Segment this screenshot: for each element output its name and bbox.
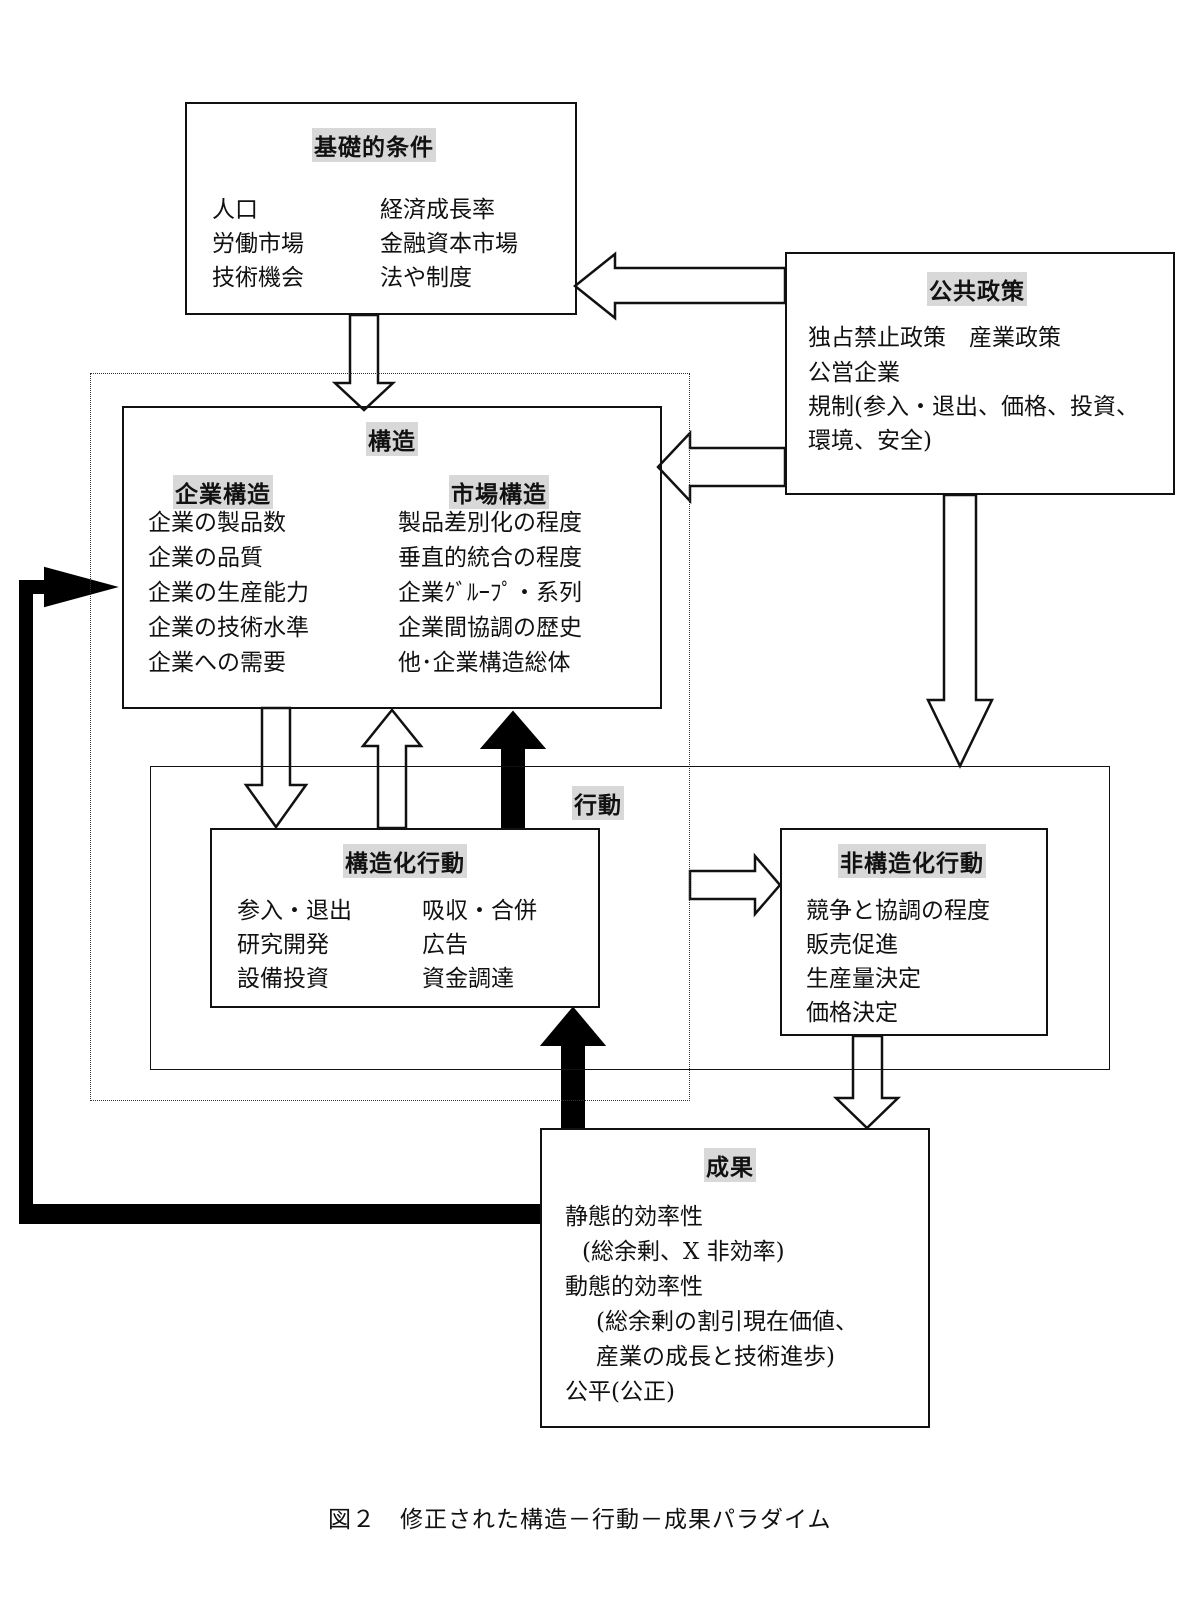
arrow-basic-to-structure [331, 313, 397, 412]
conduct-box [150, 766, 1110, 1070]
structuring-conduct-box [210, 828, 600, 1008]
structure-box [122, 406, 662, 709]
market-structure-item-1: 製品差別化の程度 [398, 510, 582, 536]
arrow-solid-performance-to-structuring [539, 1006, 607, 1129]
performance-line-4: (総余剰の割引現在価値、 [596, 1309, 858, 1335]
nonstructuring-item-2: 販売促進 [806, 932, 898, 958]
basic-left-item-1: 人口 [212, 197, 258, 223]
basic-right-item-2: 金融資本市場 [380, 231, 518, 257]
firm-structure-item-3: 企業の生産能力 [148, 580, 309, 606]
performance-line-3: 動態的効率性 [565, 1274, 703, 1300]
structuring-right-item-2: 広告 [422, 932, 468, 958]
nonstructuring-item-4: 価格決定 [806, 1000, 898, 1026]
basic-left-item-2: 労働市場 [212, 231, 304, 257]
basic-conditions-title: 基礎的条件 [312, 128, 436, 162]
figure-caption: 図２ 修正された構造－行動－成果パラダイム [328, 1507, 832, 1533]
structuring-left-item-2: 研究開発 [237, 932, 329, 958]
firm-structure-item-5: 企業への需要 [148, 650, 286, 676]
arrow-structuring-to-nonstructuring [688, 852, 782, 918]
arrow-structuring-to-structure [360, 708, 424, 830]
market-structure-item-5: 他･企業構造総体 [398, 650, 571, 676]
basic-conditions-box [185, 102, 577, 315]
nonstructuring-conduct-title: 非構造化行動 [838, 844, 986, 878]
market-structure-item-3: 企業ｸﾞﾙｰﾌﾟ・系列 [398, 580, 582, 606]
arrow-structure-to-structuring [243, 706, 309, 830]
structuring-left-item-3: 設備投資 [237, 966, 329, 992]
arrow-policy-to-conduct [926, 493, 994, 769]
market-structure-title: 市場構造 [449, 475, 549, 509]
conduct-title: 行動 [572, 786, 624, 820]
performance-line-1: 静態的効率性 [565, 1204, 703, 1230]
firm-structure-item-1: 企業の製品数 [148, 510, 286, 536]
structuring-left-item-1: 参入・退出 [237, 898, 352, 924]
nonstructuring-conduct-box [780, 828, 1048, 1036]
nonstructuring-item-1: 競争と協調の程度 [806, 898, 990, 924]
nonstructuring-item-3: 生産量決定 [806, 966, 921, 992]
structuring-right-item-1: 吸収・合併 [422, 898, 537, 924]
arrow-solid-feedback-loop [19, 566, 541, 1224]
firm-structure-item-4: 企業の技術水準 [148, 615, 309, 641]
arrow-policy-to-basic [572, 251, 787, 321]
performance-line-6: 公平(公正) [565, 1379, 675, 1405]
market-structure-item-4: 企業間協調の歴史 [398, 615, 582, 641]
structuring-conduct-title: 構造化行動 [343, 844, 467, 878]
market-structure-item-2: 垂直的統合の程度 [398, 545, 582, 571]
structuring-right-item-3: 資金調達 [422, 966, 514, 992]
basic-left-item-3: 技術機会 [212, 265, 304, 291]
basic-right-item-1: 経済成長率 [380, 197, 495, 223]
public-policy-line-4: 環境、安全) [808, 428, 932, 454]
performance-line-5: 産業の成長と技術進歩) [596, 1344, 835, 1370]
firm-structure-item-2: 企業の品質 [148, 545, 263, 571]
performance-line-2: (総余剰、X 非効率) [582, 1239, 785, 1265]
firm-structure-title: 企業構造 [173, 475, 273, 509]
structure-dotted-region [90, 373, 690, 1101]
structure-title: 構造 [366, 422, 418, 456]
public-policy-line-1: 独占禁止政策 産業政策 [808, 325, 1061, 351]
public-policy-title: 公共政策 [927, 272, 1027, 306]
arrow-nonstructuring-to-performance [832, 1034, 902, 1130]
public-policy-line-3: 規制(参入・退出、価格、投資、 [808, 394, 1139, 420]
public-policy-line-2: 公営企業 [808, 360, 900, 386]
basic-right-item-3: 法や制度 [380, 265, 472, 291]
performance-title: 成果 [704, 1148, 756, 1182]
public-policy-box [785, 252, 1175, 495]
arrow-solid-structuring-to-structure [479, 710, 547, 829]
performance-box [540, 1128, 930, 1428]
